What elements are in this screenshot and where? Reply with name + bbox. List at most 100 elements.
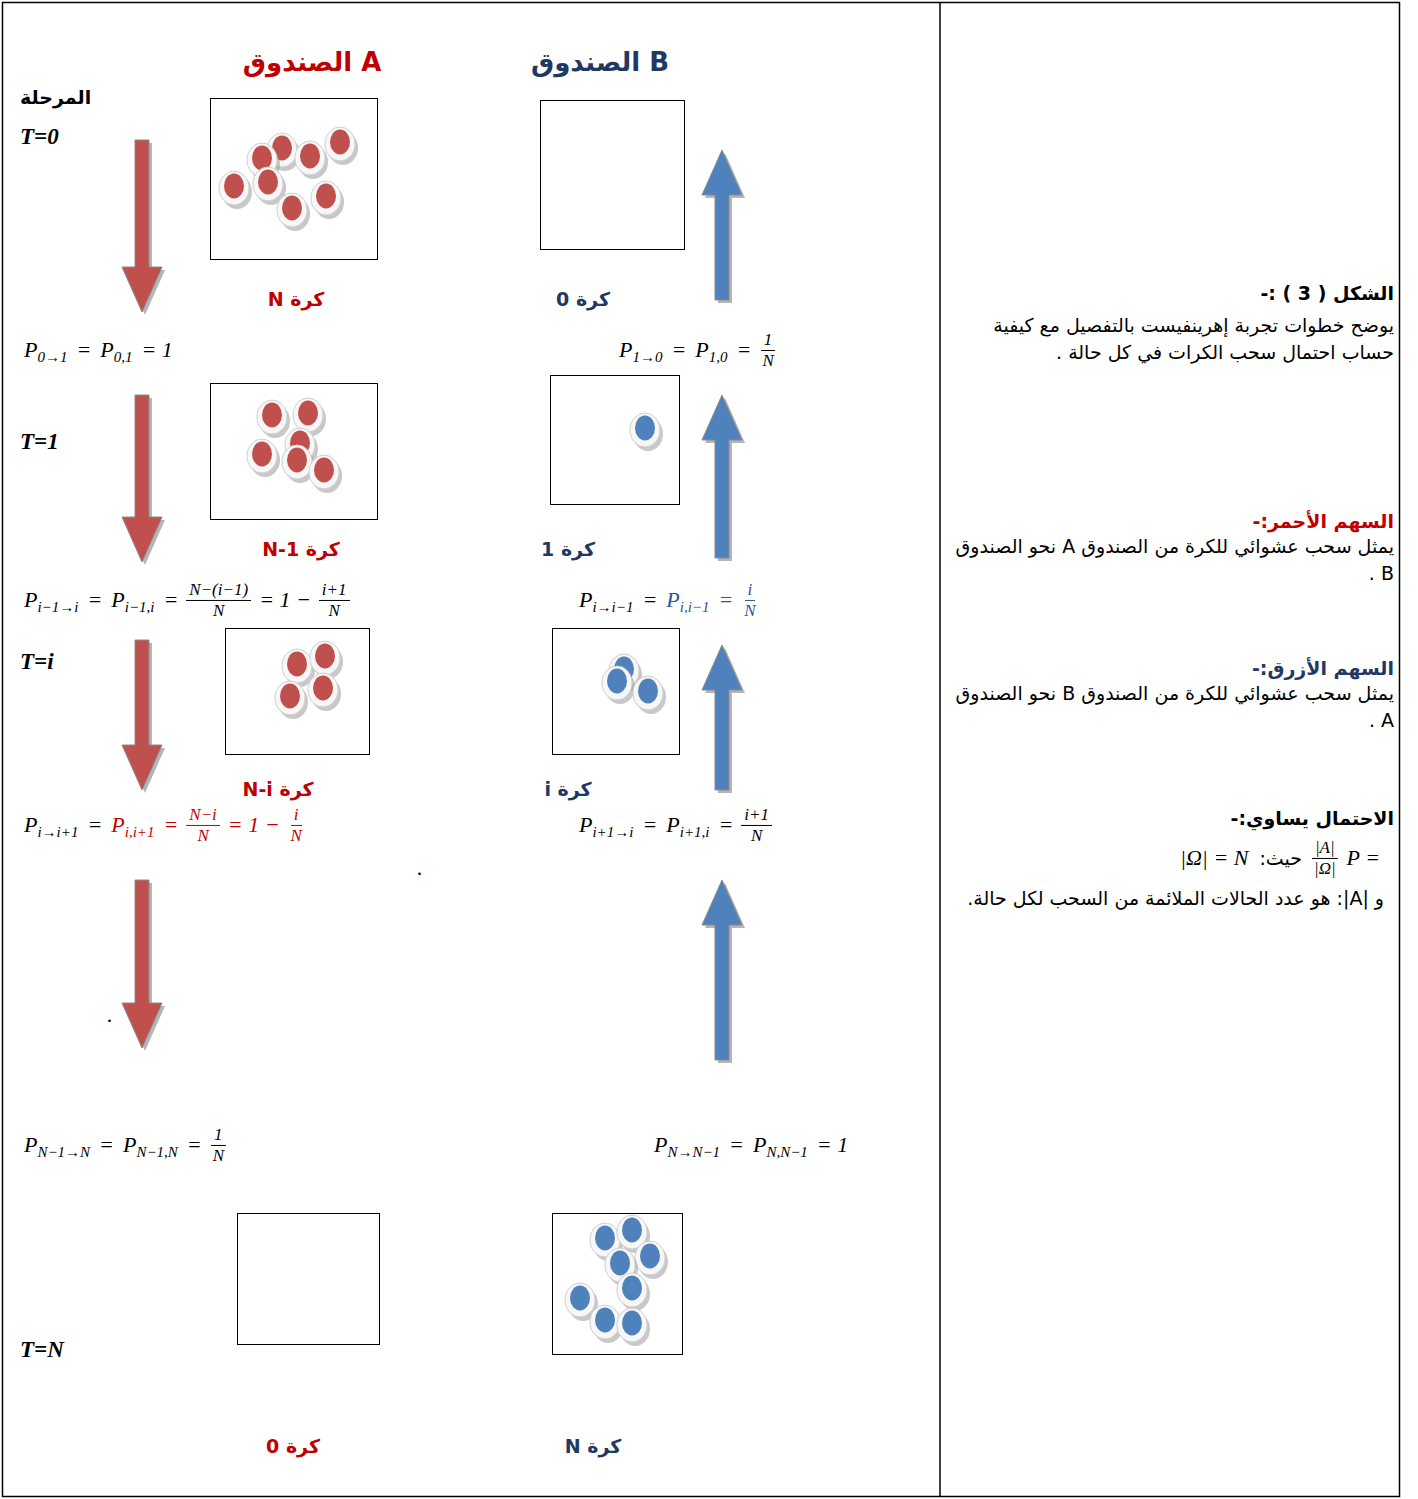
formula: P =|A||Ω|حيث:|Ω| = N <box>1175 838 1385 878</box>
column-divider <box>939 3 941 1497</box>
formula-term: 1 <box>761 330 776 351</box>
ball-count: N كرة <box>565 1435 622 1457</box>
formula-term: = <box>94 1132 119 1158</box>
fraction: iN <box>738 580 761 620</box>
formula: Pi+1→i=Pi+1,i=i+1N <box>575 805 775 845</box>
formula-term: P <box>662 587 679 613</box>
formula-term: P <box>96 337 113 363</box>
formula-term: P <box>20 812 37 838</box>
note-heading: الاحتمال يساوي:- <box>948 805 1394 832</box>
stage-label: T=i <box>20 649 54 675</box>
formula: PN−1→N=PN−1,N=1N <box>20 1125 230 1165</box>
formula-term: P <box>575 587 592 613</box>
formula-term: حيث: <box>1253 847 1308 870</box>
formula-term: i→i−1 <box>592 598 637 616</box>
stage-box: N-1 كرة <box>210 383 378 520</box>
formula-term: N <box>326 601 343 621</box>
blue-ball <box>630 413 663 451</box>
red-arrow <box>122 640 162 790</box>
red-arrows <box>122 140 165 1051</box>
red-ball <box>325 127 358 165</box>
formula-term: P <box>650 1132 667 1158</box>
note: و |A|: هو عدد الحالات الملائمة من السحب … <box>964 885 1384 912</box>
formula-term: N <box>759 351 776 371</box>
formula-term: = <box>82 812 107 838</box>
formula-term: N−i <box>186 805 220 826</box>
formula-term: N−(i−1) <box>186 580 251 601</box>
ball-count: N-i كرة <box>242 778 313 800</box>
stage-label: T=0 <box>20 124 59 150</box>
formula-term: P <box>119 1132 136 1158</box>
red-ball <box>309 455 342 493</box>
formula-term: P <box>107 587 124 613</box>
fraction: |A||Ω| <box>1308 838 1342 878</box>
red-balls <box>219 127 358 719</box>
formula-term: |A| <box>1312 838 1338 859</box>
red-arrow <box>122 140 162 312</box>
ball-count: 1 كرة <box>541 538 595 560</box>
red-arrow <box>122 880 162 1048</box>
ball-count: 0 كرة <box>266 1435 320 1457</box>
red-ball <box>219 171 252 209</box>
formula-term: 0→1 <box>37 348 71 366</box>
formula-term: i+1 <box>319 580 350 601</box>
red-ball <box>257 400 290 438</box>
formula-term: = <box>724 1132 749 1158</box>
formula: Pi−1→i=Pi−1,i=N−(i−1)N= 1 −i+1N <box>20 580 353 620</box>
blue-ball <box>617 1308 650 1346</box>
formula-term: N→N−1 <box>667 1143 724 1161</box>
red-ball <box>311 181 344 219</box>
fraction: i+1N <box>316 580 353 620</box>
stage-label: T=1 <box>20 429 59 455</box>
fraction: i+1N <box>738 805 775 845</box>
formula-term: = <box>82 587 107 613</box>
ball-count: N كرة <box>268 288 325 310</box>
formula-term: i+1 <box>741 805 772 826</box>
formula-term: i+1→i <box>592 823 637 841</box>
formula-term: = <box>713 812 738 838</box>
formula-term: P <box>107 812 124 838</box>
formula-term: 1 <box>211 1125 226 1146</box>
red-ball <box>295 141 328 179</box>
formula-term: |Ω| = N <box>1175 845 1254 871</box>
column-heading: الصندوق A <box>243 47 382 77</box>
formula: Pi→i+1=Pi,i+1=N−iN= 1 −iN <box>20 805 308 845</box>
blue-arrow <box>702 395 742 558</box>
stage-box: N-i كرة <box>225 628 370 755</box>
red-arrow <box>122 395 162 562</box>
red-ball <box>277 193 310 231</box>
formula-term: i+1,i <box>680 823 714 841</box>
formula-term: N,N−1 <box>766 1143 811 1161</box>
formula-term: N <box>210 601 227 621</box>
formula: Pi→i−1=Pi,i−1=iN <box>575 580 762 620</box>
formula-term: = <box>158 587 183 613</box>
formula-term: P <box>749 1132 766 1158</box>
formula-term: i−1,i <box>125 598 159 616</box>
ball-count: i كرة <box>544 778 591 800</box>
ball-count: 0 كرة <box>556 288 610 310</box>
stage-box: 0 كرة <box>540 100 685 250</box>
blue-ball <box>633 676 666 714</box>
formula-term: i→i+1 <box>37 823 82 841</box>
stage-box: N كرة <box>210 98 378 260</box>
formula-term: P <box>691 337 708 363</box>
formula-term: = <box>713 587 738 613</box>
formula-term: 1→0 <box>632 348 666 366</box>
note: يمثل سحب عشوائي للكرة من الصندوق B نحو ا… <box>948 680 1394 733</box>
stage-box: 1 كرة <box>550 375 680 505</box>
formula-term: i <box>291 805 302 826</box>
blue-ball <box>635 1241 668 1279</box>
formula-term: = <box>182 1132 207 1158</box>
fraction: N−(i−1)N <box>183 580 254 620</box>
formula-term: = <box>637 812 662 838</box>
formula-term: N <box>210 1146 227 1166</box>
note-heading: السهم الأحمر:- <box>948 508 1394 535</box>
formula-term: N <box>748 826 765 846</box>
formula-term: N <box>288 826 305 846</box>
formula-term: = 1 − <box>223 812 285 838</box>
stage-heading: المرحلة <box>20 86 91 108</box>
formula-term: P <box>20 337 37 363</box>
fraction: iN <box>285 805 308 845</box>
formula-term: P <box>615 337 632 363</box>
